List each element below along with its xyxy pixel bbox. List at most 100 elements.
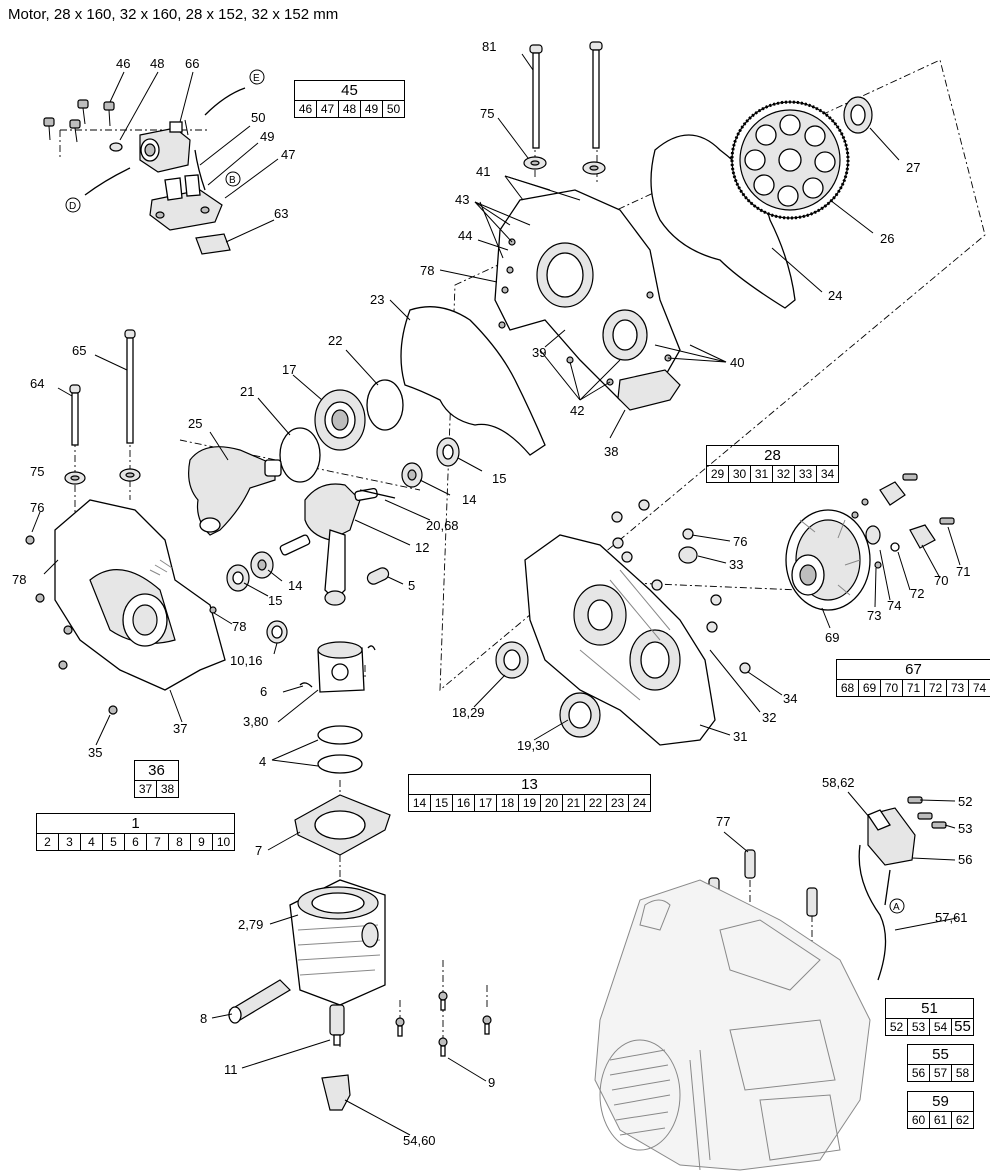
label-25: 25: [188, 416, 202, 431]
label-69: 69: [825, 630, 839, 645]
label-75b: 75: [30, 464, 44, 479]
hose-E: [204, 87, 246, 116]
cylinder-2: [289, 879, 386, 1006]
label-72: 72: [910, 586, 924, 601]
screw-46: [43, 99, 115, 143]
label-42: 42: [570, 403, 584, 418]
label-40: 40: [730, 355, 744, 370]
gasket-24: [650, 134, 796, 309]
label-64: 64: [30, 376, 44, 391]
label-5: 5: [408, 578, 415, 593]
carburettor-66: [139, 119, 191, 173]
label-43: 43: [455, 192, 469, 207]
label-26: 26: [880, 231, 894, 246]
label-73: 73: [867, 608, 881, 623]
crankcase-upper: [494, 189, 681, 401]
group-head: 13: [408, 774, 651, 795]
label-380: 3,80: [243, 714, 268, 729]
crankcase-cover-31: [524, 534, 716, 746]
label-7: 7: [255, 843, 262, 858]
leader-lines: [31, 53, 961, 1136]
circlip-21: [279, 427, 321, 483]
label-78a: 78: [420, 263, 434, 278]
label-39: 39: [532, 345, 546, 360]
group-head: 67: [836, 659, 990, 680]
piston-rings-4: [317, 725, 363, 774]
label-38: 38: [604, 444, 618, 459]
marker-E: E: [253, 73, 260, 84]
label-15a: 15: [492, 471, 506, 486]
page-title: Motor, 28 x 160, 32 x 160, 28 x 152, 32 …: [8, 6, 339, 23]
label-78c: 78: [232, 619, 246, 634]
studs-81: [523, 41, 606, 175]
label-65: 65: [72, 343, 86, 358]
group-table-28: 28 29 30 31 32 33 34: [706, 445, 839, 483]
reference-markers: E B D A: [65, 69, 905, 914]
seal-27: [843, 96, 873, 134]
label-11: 11: [224, 1062, 238, 1077]
label-5460: 54,60: [403, 1133, 436, 1148]
label-50: 50: [251, 110, 265, 125]
label-56: 56: [958, 852, 972, 867]
label-24: 24: [828, 288, 842, 303]
hose-50: [194, 149, 206, 191]
group-head: 55: [907, 1044, 974, 1065]
ignition-small-parts: [851, 473, 955, 569]
label-66: 66: [185, 56, 199, 71]
needle-bearing-18-29: [495, 641, 529, 679]
label-81: 81: [482, 39, 496, 54]
label-31: 31: [733, 729, 747, 744]
label-23: 23: [370, 292, 384, 307]
label-4: 4: [259, 754, 266, 769]
label-53: 53: [958, 821, 972, 836]
label-32: 32: [762, 710, 776, 725]
label-33: 33: [729, 557, 743, 572]
label-76b: 76: [733, 534, 747, 549]
label-71: 71: [956, 564, 970, 579]
label-9: 9: [488, 1075, 495, 1090]
crankcase-lower-left: [25, 329, 226, 715]
label-6: 6: [260, 684, 267, 699]
marker-D: D: [69, 201, 76, 212]
label-17: 17: [282, 362, 296, 377]
group-table-55: 55 56 57 58: [907, 1044, 974, 1082]
gear-26: [730, 100, 850, 220]
label-63: 63: [274, 206, 288, 221]
label-8: 8: [200, 1011, 207, 1026]
label-15b: 15: [268, 593, 282, 608]
label-78b: 78: [12, 572, 26, 587]
fitting-8: [228, 979, 291, 1024]
assembled-engine-reference: [594, 879, 871, 1171]
label-46: 46: [116, 56, 130, 71]
label-5862: 58,62: [822, 775, 855, 790]
label-12: 12: [415, 540, 429, 555]
label-14a: 14: [462, 492, 476, 507]
cover-plugs-34: [611, 499, 751, 674]
bracket-38: [617, 369, 681, 411]
label-1016: 10,16: [230, 653, 263, 668]
piston-3: [299, 641, 376, 693]
group-table-45: 45 46 47 48 49 50: [294, 80, 405, 118]
gasket-63: [195, 233, 231, 255]
group-table-67: 67 68 69 70 71 72 73 74: [836, 659, 990, 697]
ignition-coil-56: [858, 796, 947, 981]
label-48: 48: [150, 56, 164, 71]
label-27: 27: [906, 160, 920, 175]
label-5761: 57,61: [935, 910, 968, 925]
label-49: 49: [260, 129, 274, 144]
label-77: 77: [716, 814, 730, 829]
label-37: 37: [173, 721, 187, 736]
washer-48: [109, 142, 123, 152]
label-35: 35: [88, 745, 102, 760]
label-75a: 75: [480, 106, 494, 121]
cylinder-gasket-7: [294, 794, 391, 856]
key-20: [359, 489, 396, 499]
label-52: 52: [958, 794, 972, 809]
flywheel-69: [785, 509, 871, 611]
label-14b: 14: [288, 578, 302, 593]
group-table-13: 13 14 15 16 17 18 19 20 21 22 23 24: [408, 774, 651, 812]
label-44: 44: [458, 228, 472, 243]
label-21: 21: [240, 384, 254, 399]
group-table-59: 59 60 61 62: [907, 1091, 974, 1129]
